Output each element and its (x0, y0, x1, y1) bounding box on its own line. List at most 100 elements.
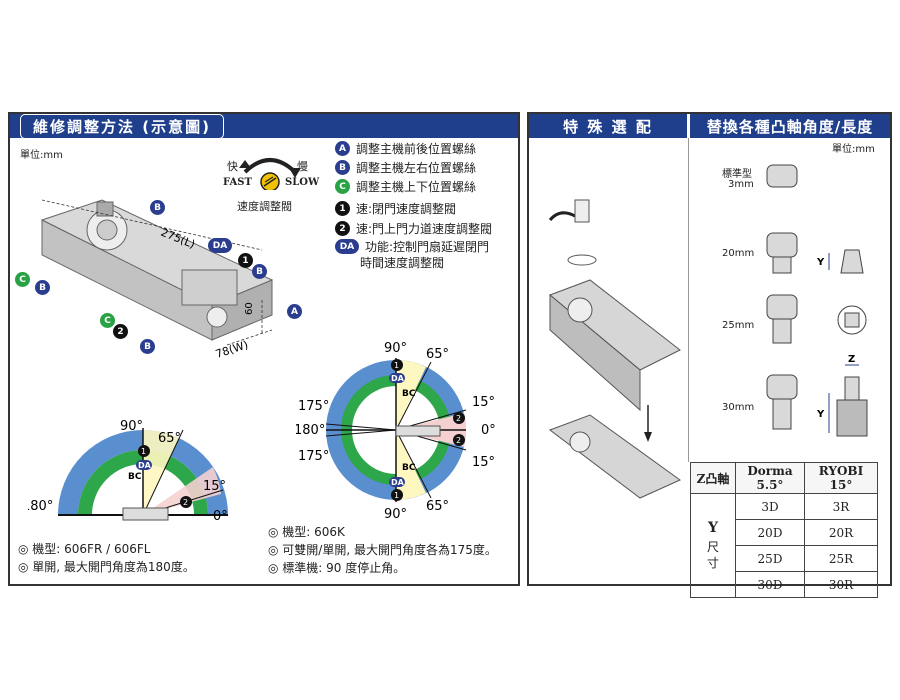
th-ryobi: RYOBI 15° (804, 462, 878, 494)
legend-a-text: 調整主機前後位置螺絲 (356, 142, 477, 156)
badge-b: B (335, 160, 350, 175)
y-sub1: 尺 (706, 539, 719, 554)
th-z: Z凸軸 (690, 462, 736, 494)
drawing-badge-b1: B (150, 200, 165, 215)
cam-label-standard: 標準型 (722, 169, 752, 180)
y-sub2: 寸 (706, 556, 719, 571)
c-a175t: 175° (298, 399, 329, 414)
note-single-open: ◎ 單開, 最大開門角度為180度。 (18, 560, 195, 574)
c-a180: 180° (296, 423, 325, 438)
cam-install-drawing (548, 199, 681, 499)
legend-2-text: 速:門上門力道速度調整閥 (356, 222, 493, 236)
legend-da: DA 功能:控制門扇延遲閉門 (335, 238, 489, 255)
cam-label-25mm: 25mm (722, 320, 755, 331)
c-a65t: 65° (426, 347, 449, 362)
speed-valve-group: 快 慢 FAST SLOW 速度調整閥 (215, 150, 325, 220)
special-title: 特 殊 選 配 (563, 117, 653, 136)
c-bc-bot: BC (402, 463, 416, 473)
slow-label: SLOW (285, 177, 320, 188)
dim-width: 78(W) (214, 338, 250, 361)
cell-30r: 30R (804, 571, 878, 598)
special-header: 特 殊 選 配 (529, 114, 687, 138)
cell-20d: 20D (735, 519, 805, 546)
cell-3r: 3R (804, 493, 878, 520)
cam-title: 替換各種凸軸角度/長度 (706, 117, 874, 136)
badge-da: DA (335, 239, 359, 254)
note-model-606fr: ◎ 機型: 606FR / 606FL (18, 542, 151, 556)
drawing-badge-c2: C (100, 313, 115, 328)
a15-label: 15° (203, 479, 226, 494)
drawing-badge-b3: B (35, 280, 50, 295)
speed-arrow-icon (239, 158, 301, 190)
c-a0: 0° (481, 423, 496, 438)
fast-label: FAST (223, 177, 252, 188)
drawing-badge-b2: B (252, 264, 267, 279)
legend-b: B 調整主機左右位置螺絲 (335, 159, 476, 176)
fast-cn-label: 快 (227, 160, 238, 173)
badge-1: 1 (335, 201, 350, 216)
legend-a: A 調整主機前後位置螺絲 (335, 140, 476, 157)
cam-spec-table: Z凸軸 Dorma 5.5° RYOBI 15° Y 尺 寸 3D 3R 20D… (690, 462, 878, 598)
legend-2: 2 速:門上門力道速度調整閥 (335, 220, 492, 237)
drawing-badge-b4: B (140, 339, 155, 354)
bc-label: BC (128, 472, 142, 482)
legend-b-text: 調整主機左右位置螺絲 (356, 161, 477, 175)
badge-a: A (335, 141, 350, 156)
legend-da-cont: 時間速度調整閥 (360, 254, 444, 271)
cam-label-3mm: 3mm (728, 179, 754, 190)
cam-label-30mm: 30mm (722, 402, 755, 413)
c-bc-top: BC (402, 389, 416, 399)
c-da-top: DA (391, 374, 405, 383)
n2-label: 2 (183, 498, 188, 507)
a65-label: 65° (158, 431, 181, 446)
c-n2-bot: 2 (456, 436, 461, 445)
door-closer-drawing: 275(L) 78(W) 60 (40, 199, 274, 361)
note-model-606k: ◎ 機型: 606K (268, 525, 345, 539)
panel-divider (688, 138, 689, 462)
drawing-badge-a: A (287, 304, 302, 319)
cell-25d: 25D (735, 545, 805, 572)
drawing-badge-1: 1 (238, 253, 253, 268)
cam-header: 替換各種凸軸角度/長度 (690, 114, 890, 138)
unit-label: 單位:mm (20, 150, 63, 161)
c-n1-bot: 1 (394, 491, 399, 500)
legend-c-text: 調整主機上下位置螺絲 (356, 180, 477, 194)
c-a15b: 15° (472, 455, 495, 470)
y-label: Y (708, 519, 718, 536)
dim-height: 60 (244, 302, 255, 315)
legend-da-text: 功能:控制門扇延遲閉門 (365, 240, 490, 254)
angle-diagram-175: 90° 65° 175° 15° 180° 0° 175° 15° 65° 90… (296, 341, 496, 520)
note-standard-stop: ◎ 標準機: 90 度停止角。 (268, 561, 406, 575)
c-a90b: 90° (384, 507, 407, 520)
angle-diagram-180: 90° 65° 15° 0° 180° DA BC 1 2 (28, 420, 228, 524)
cell-25r: 25R (804, 545, 878, 572)
c-a175b: 175° (298, 449, 329, 464)
speed-valve-label: 速度調整閥 (237, 200, 292, 213)
c-a65b: 65° (426, 499, 449, 514)
legend-1: 1 速:閉門速度調整閥 (335, 200, 456, 217)
cam-label-20mm: 20mm (722, 248, 755, 259)
cell-20r: 20R (804, 519, 878, 546)
cell-3d: 3D (735, 493, 805, 520)
drawing-badge-da: DA (208, 238, 232, 253)
dim-y-30: Y (816, 409, 825, 420)
maintenance-panel (8, 112, 520, 586)
drawing-badge-2: 2 (113, 324, 128, 339)
c-n2-top: 2 (456, 414, 461, 423)
legend-c: C 調整主機上下位置螺絲 (335, 178, 476, 195)
badge-c: C (335, 179, 350, 194)
dim-y-20: Y (816, 257, 825, 268)
dim-z: Z (848, 354, 855, 365)
n1-label: 1 (141, 447, 146, 456)
a0-label: 0° (213, 509, 228, 524)
maintenance-title: 維修調整方法 (示意圖) (20, 113, 224, 139)
note-double-open: ◎ 可雙開/單開, 最大開門角度各為175度。 (268, 543, 497, 557)
c-n1-top: 1 (394, 361, 399, 370)
legend-da-text2: 時間速度調整閥 (360, 256, 445, 270)
a180-label: 180° (28, 499, 53, 514)
badge-2: 2 (335, 221, 350, 236)
cell-30d: 30D (735, 571, 805, 598)
legend-1-text: 速:閉門速度調整閥 (356, 202, 457, 216)
right-unit-label: 單位:mm (832, 144, 875, 155)
th-dorma: Dorma 5.5° (735, 462, 805, 494)
